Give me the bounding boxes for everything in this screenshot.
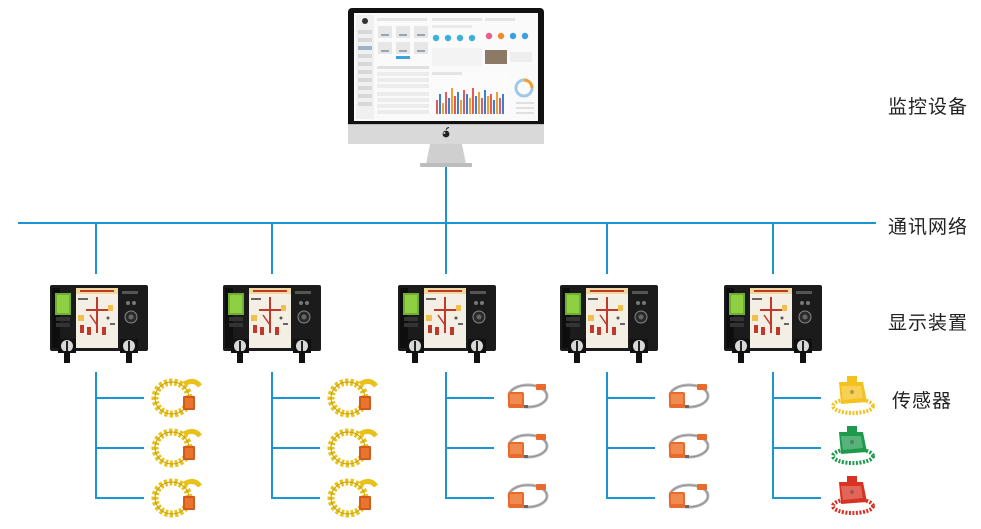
sensor-branch-line-2-3	[272, 497, 320, 499]
device-drop-line-3	[445, 222, 447, 274]
orange-clamp-sensor	[661, 474, 713, 520]
display-device-5	[724, 285, 822, 365]
label-display-devices: 显示装置	[888, 312, 969, 334]
device-drop-line-5	[772, 222, 774, 274]
sensor-branch-line-5-1	[773, 397, 821, 399]
sensor-branch-line-2-1	[272, 397, 320, 399]
orange-clamp-sensor	[500, 424, 552, 470]
red-block-sensor	[827, 474, 879, 520]
sensor-branch-line-4-3	[607, 497, 655, 499]
sensor-branch-line-3-3	[446, 497, 494, 499]
monitor-screen-ui	[356, 15, 534, 119]
display-device-3	[398, 285, 496, 365]
sensor-branch-line-2-2	[272, 447, 320, 449]
sensor-branch-line-3-2	[446, 447, 494, 449]
display-device-2	[223, 285, 321, 365]
sensor-branch-line-5-2	[773, 447, 821, 449]
display-device-4	[560, 285, 658, 365]
network-bus-line	[18, 222, 876, 224]
orange-clamp-sensor	[500, 374, 552, 420]
label-monitoring-equipment: 监控设备	[888, 96, 969, 118]
sensor-branch-line-4-1	[607, 397, 655, 399]
green-block-sensor	[827, 424, 879, 470]
orange-clamp-sensor	[661, 424, 713, 470]
apple-logo-icon	[442, 126, 450, 138]
sensor-trunk-line-5	[772, 372, 774, 499]
sensor-branch-line-1-1	[96, 397, 144, 399]
label-communication-network: 通讯网络	[888, 216, 969, 238]
orange-clamp-sensor	[661, 374, 713, 420]
sensor-trunk-line-3	[445, 372, 447, 499]
device-drop-line-4	[606, 222, 608, 274]
yellow-coil-sensor	[150, 374, 202, 420]
sensor-branch-line-3-1	[446, 397, 494, 399]
sensor-trunk-line-1	[95, 372, 97, 499]
sensor-branch-line-4-2	[607, 447, 655, 449]
sensor-branch-line-5-3	[773, 497, 821, 499]
yellow-coil-sensor	[150, 474, 202, 520]
sensor-trunk-line-4	[606, 372, 608, 499]
orange-clamp-sensor	[500, 474, 552, 520]
sensor-branch-line-1-3	[96, 497, 144, 499]
yellow-coil-sensor	[326, 424, 378, 470]
yellow-coil-sensor	[326, 474, 378, 520]
label-sensors: 传感器	[892, 390, 953, 412]
device-drop-line-1	[95, 222, 97, 274]
yellow-block-sensor	[827, 374, 879, 420]
monitoring-computer	[348, 8, 544, 168]
monitor-connection-line	[445, 166, 447, 222]
sensor-trunk-line-2	[271, 372, 273, 499]
display-device-1	[50, 285, 148, 365]
device-drop-line-2	[271, 222, 273, 274]
yellow-coil-sensor	[150, 424, 202, 470]
monitor-illustration	[348, 8, 544, 167]
sensor-branch-line-1-2	[96, 447, 144, 449]
yellow-coil-sensor	[326, 374, 378, 420]
